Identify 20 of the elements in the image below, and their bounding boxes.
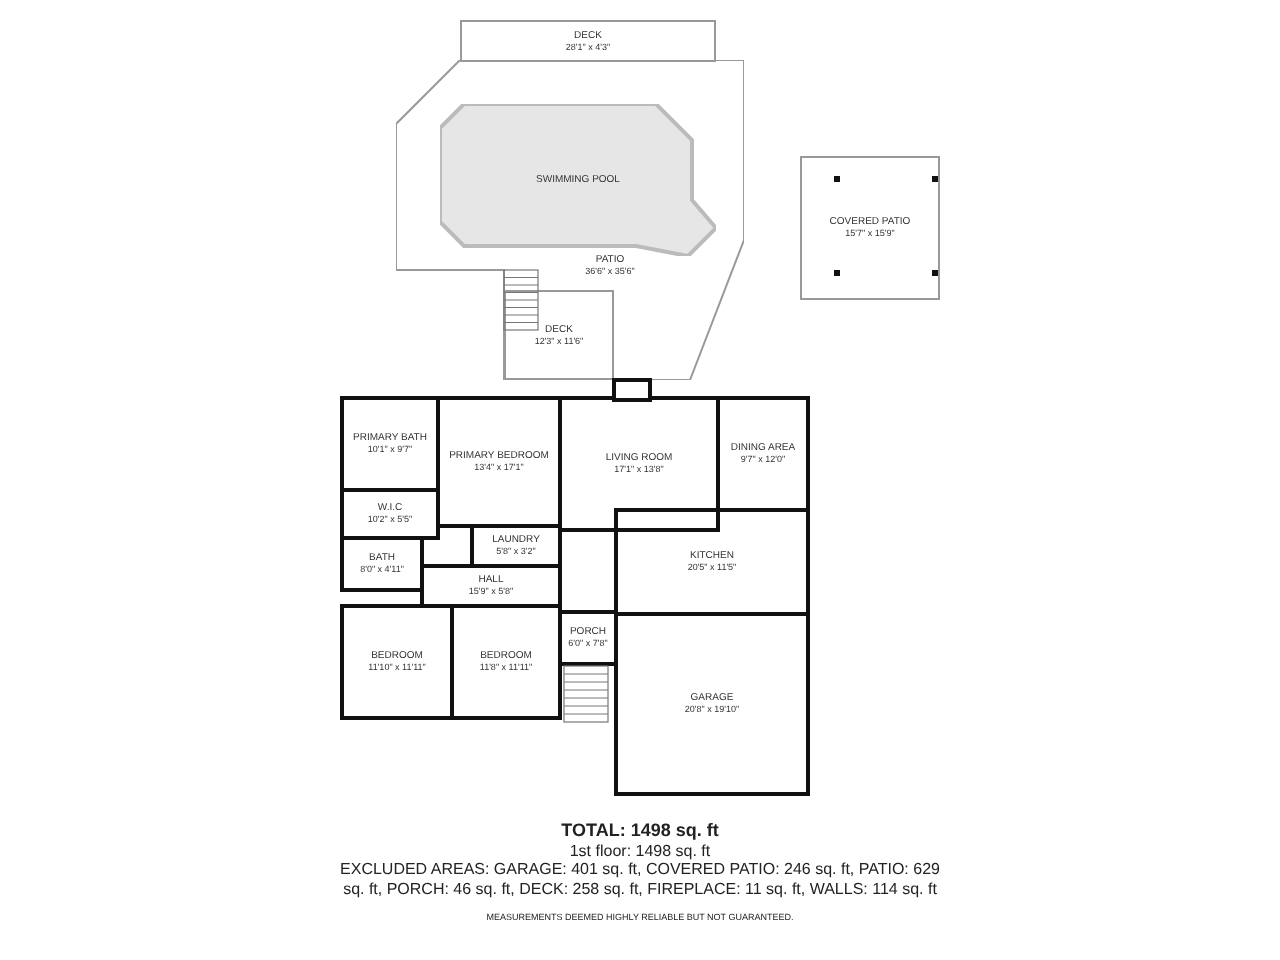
room-area bbox=[614, 508, 810, 616]
deck-area bbox=[504, 290, 614, 380]
room-area bbox=[614, 612, 810, 796]
room-area bbox=[558, 610, 618, 666]
room-area bbox=[340, 604, 454, 720]
excluded-areas-note: EXCLUDED AREAS: GARAGE: 401 sq. ft, COVERED PATIO: 246 sq. ft, PATIO: 629 sq. ft, PORCH: 46 sq. ft, DECK: 258 sq. ft, FIREPLACE: 11 sq. ft, WALLS: 114 sq. ft bbox=[340, 860, 940, 900]
covered-patio bbox=[800, 156, 940, 300]
deck-area bbox=[460, 20, 716, 62]
room-area bbox=[340, 488, 440, 540]
room-area bbox=[450, 604, 562, 720]
area-total: TOTAL: 1498 sq. ft bbox=[559, 820, 721, 842]
patio-area bbox=[396, 60, 744, 380]
room-area bbox=[420, 564, 562, 608]
room-area bbox=[340, 396, 440, 492]
swimming-pool bbox=[440, 104, 716, 256]
floor-area: 1st floor: 1498 sq. ft bbox=[40, 841, 1240, 861]
room-area bbox=[716, 396, 810, 512]
room-area bbox=[340, 536, 424, 592]
room-area bbox=[470, 524, 562, 568]
room-area bbox=[436, 396, 562, 528]
